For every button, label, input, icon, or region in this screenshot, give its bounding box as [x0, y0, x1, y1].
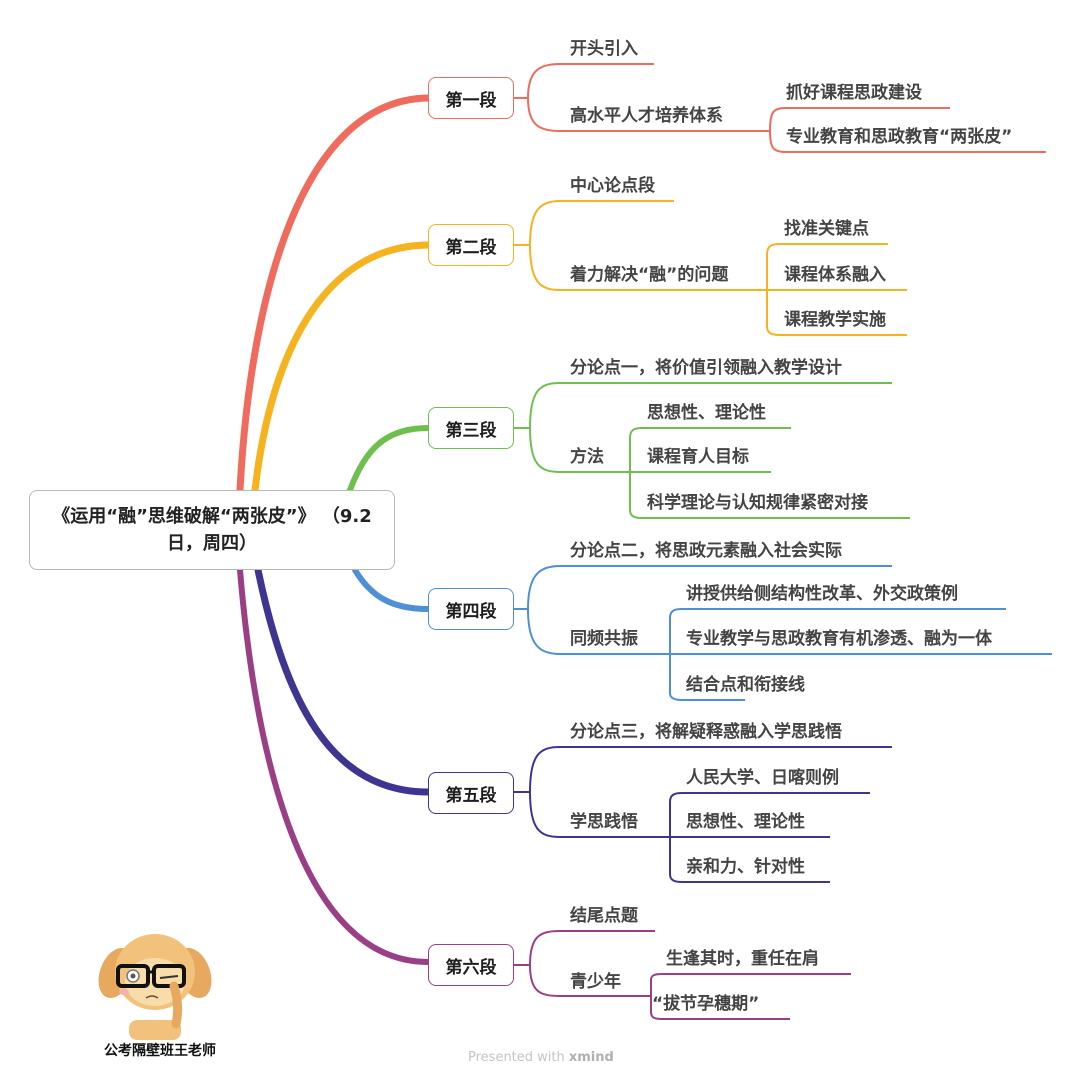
seg5-branches — [514, 746, 892, 883]
segment-label: 第三段 — [445, 420, 497, 441]
subtopic[interactable]: 科学理论与认知规律紧密对接 — [647, 493, 868, 513]
topic-subthesis-2[interactable]: 分论点二，将思政元素融入社会实际 — [570, 541, 842, 561]
seg2-branches — [514, 200, 907, 336]
topic-subthesis-1[interactable]: 分论点一，将价值引领融入教学设计 — [570, 358, 842, 378]
topic-talent-system[interactable]: 高水平人才培养体系 — [570, 106, 723, 126]
seg1-branches — [514, 63, 1046, 153]
segment-label: 第四段 — [445, 601, 497, 622]
trunk-seg4 — [352, 567, 431, 612]
cartoon-dog-logo-icon — [98, 934, 212, 1040]
topic-central-thesis[interactable]: 中心论点段 — [570, 176, 655, 196]
topic-subthesis-3[interactable]: 分论点三，将解疑释惑融入学思践悟 — [570, 722, 842, 742]
subtopic[interactable]: 专业教育和思政教育“两张皮” — [786, 127, 1013, 147]
subtopic[interactable]: 思想性、理论性 — [647, 403, 766, 423]
trunk-seg1 — [236, 94, 432, 494]
seg3-branches — [514, 382, 910, 519]
presented-with-footer: Presented with xmind — [468, 1050, 614, 1065]
footer-prefix: Presented with — [468, 1050, 569, 1065]
subtopic[interactable]: 讲授供给侧结构性改革、外交政策例 — [686, 584, 958, 604]
xmind-brand: xmind — [568, 1050, 614, 1065]
segment-label: 第二段 — [445, 237, 497, 258]
subtopic[interactable]: 生逢其时，重任在肩 — [666, 949, 819, 969]
trunk-seg5 — [254, 566, 432, 796]
trunk-seg3 — [347, 425, 431, 493]
topic-method[interactable]: 方法 — [570, 447, 604, 467]
subtopic[interactable]: 专业教学与思政教育有机渗透、融为一体 — [686, 629, 992, 649]
root-title: 《运用“融”思维破解“两张皮”》 （9.2日，周四） — [52, 506, 372, 554]
trunk-seg6 — [237, 567, 431, 965]
topic-closing[interactable]: 结尾点题 — [570, 906, 638, 926]
root-topic[interactable]: 《运用“融”思维破解“两张皮”》 （9.2日，周四） — [29, 490, 395, 570]
topic-opening-intro[interactable]: 开头引入 — [570, 39, 638, 59]
subtopic[interactable]: 结合点和衔接线 — [686, 675, 805, 695]
segment-label: 第一段 — [445, 90, 497, 111]
segment-node-2[interactable]: 第二段 — [428, 224, 514, 266]
segment-node-6[interactable]: 第六段 — [428, 944, 514, 986]
segment-node-5[interactable]: 第五段 — [428, 772, 514, 814]
watermark-caption: 公考隔壁班王老师 — [104, 1043, 216, 1059]
topic-youth[interactable]: 青少年 — [570, 972, 621, 992]
subtopic[interactable]: 抓好课程思政建设 — [786, 83, 922, 103]
topic-resonance[interactable]: 同频共振 — [570, 629, 638, 649]
topic-learn-think[interactable]: 学思践悟 — [570, 812, 638, 832]
topic-solve-fusion[interactable]: 着力解决“融”的问题 — [570, 265, 729, 285]
segment-node-4[interactable]: 第四段 — [428, 588, 514, 630]
subtopic[interactable]: 课程体系融入 — [784, 265, 886, 285]
segment-node-3[interactable]: 第三段 — [428, 407, 514, 449]
subtopic[interactable]: 找准关键点 — [784, 219, 869, 239]
subtopic[interactable]: “拔节孕穗期” — [652, 994, 760, 1014]
segment-label: 第五段 — [445, 785, 497, 806]
subtopic[interactable]: 课程育人目标 — [647, 447, 749, 467]
trunk-seg2 — [251, 241, 432, 494]
subtopic[interactable]: 人民大学、日喀则例 — [686, 768, 839, 788]
subtopic[interactable]: 亲和力、针对性 — [686, 857, 805, 877]
subtopic[interactable]: 思想性、理论性 — [686, 812, 805, 832]
segment-node-1[interactable]: 第一段 — [428, 77, 514, 119]
segment-label: 第六段 — [445, 957, 497, 978]
subtopic[interactable]: 课程教学实施 — [784, 310, 886, 330]
seg4-branches — [514, 565, 1052, 701]
seg6-branches — [514, 930, 851, 1020]
